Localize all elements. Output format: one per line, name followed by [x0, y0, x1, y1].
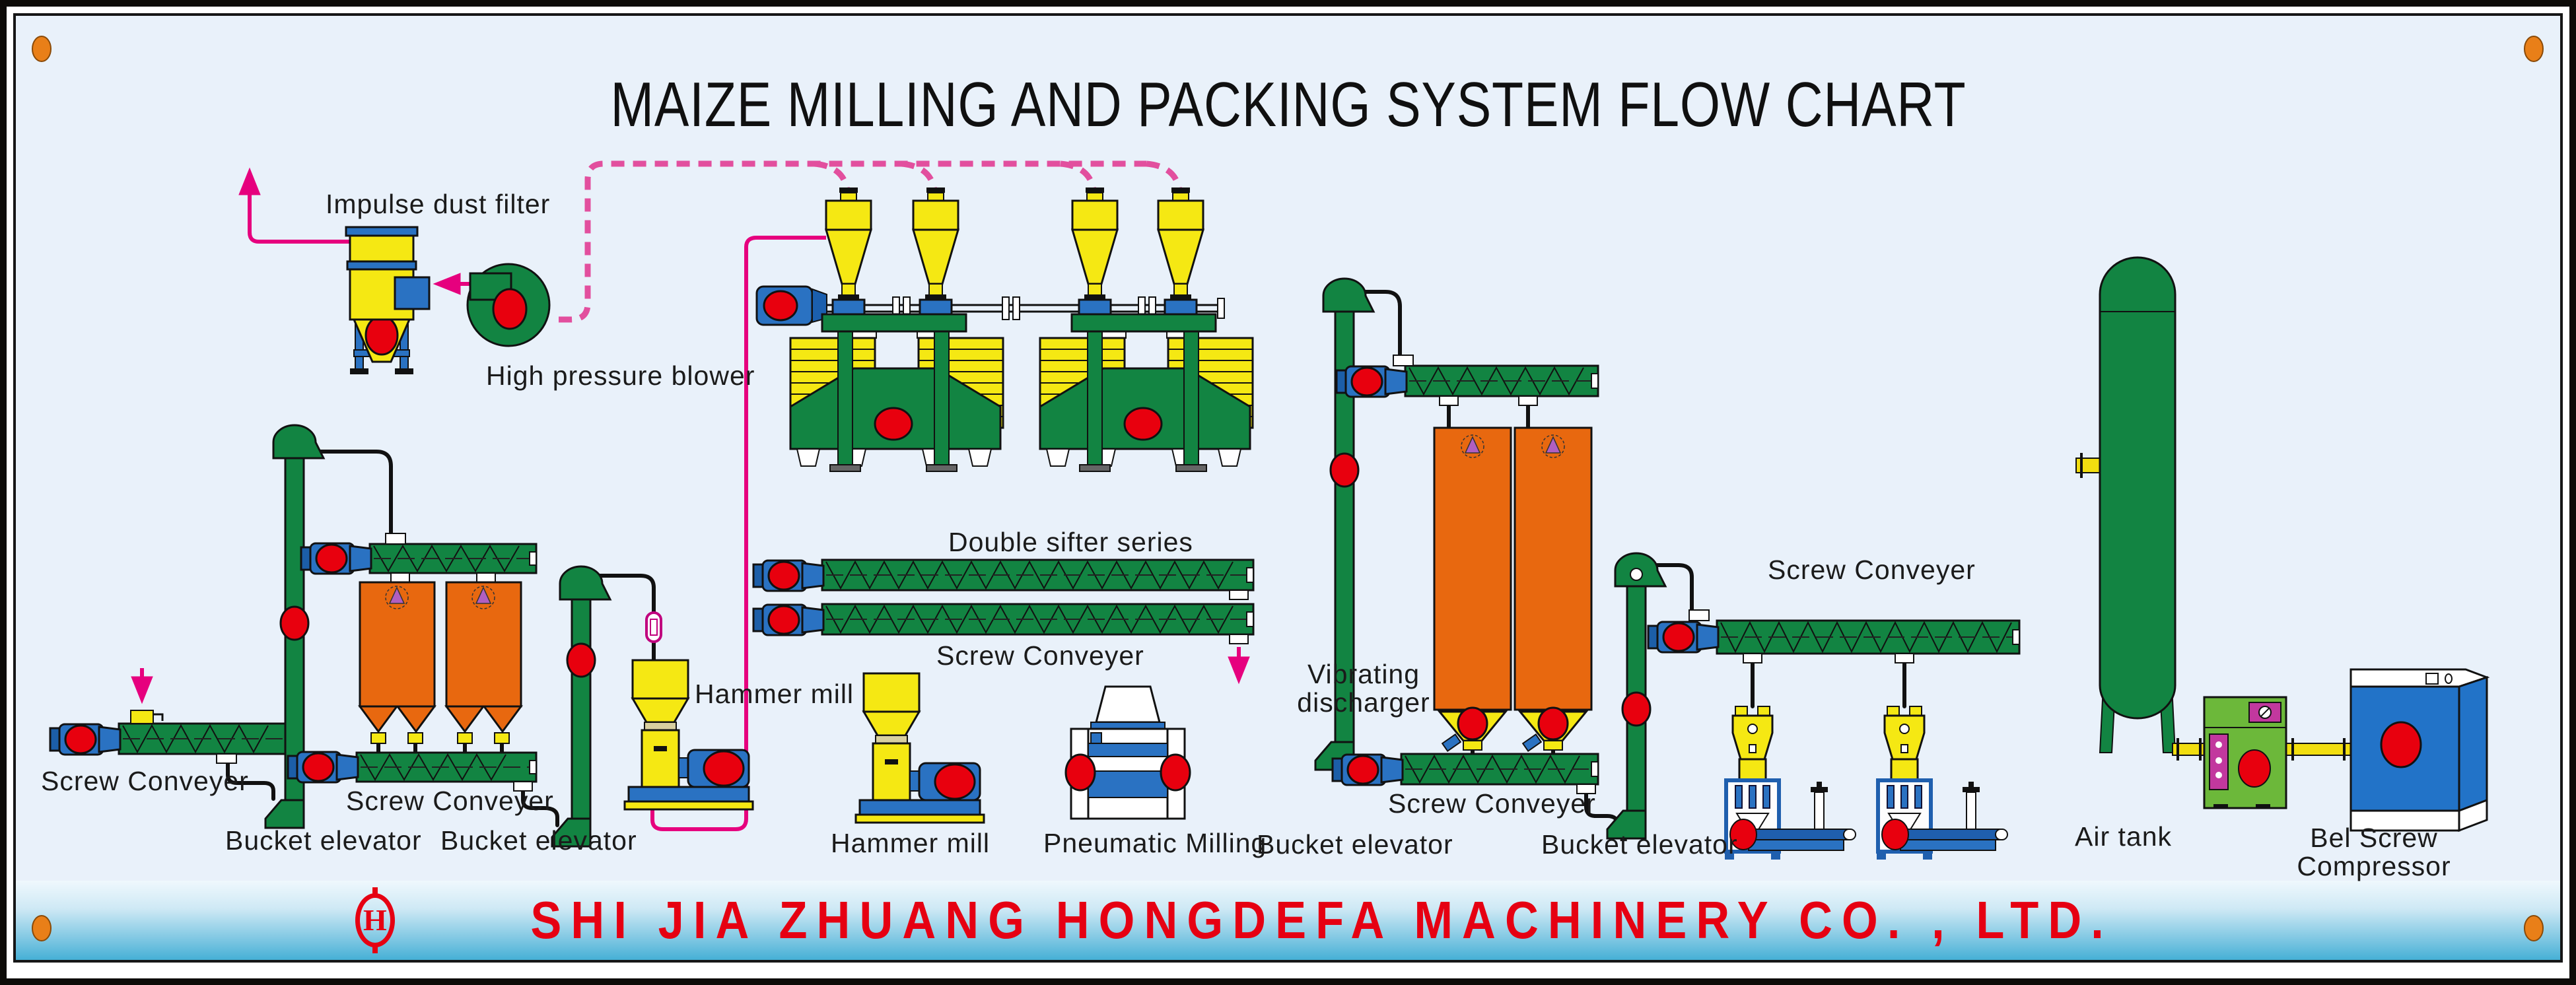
- storage-silos-right: [1433, 426, 1593, 711]
- cyclone-2: [912, 186, 959, 326]
- corner-screw: [2524, 915, 2544, 941]
- cyclone-4: [1157, 186, 1204, 326]
- bucket-elevator-2: [551, 565, 612, 848]
- packing-machine-1: [1725, 706, 1856, 860]
- cyclone-battery: [755, 186, 1225, 326]
- hammer-mill-2: [854, 672, 985, 824]
- logo-letter: H: [363, 903, 387, 937]
- screw-conveyor-silos-bottom: [287, 751, 538, 792]
- air-tank: [2075, 256, 2176, 753]
- cyclone-3: [1071, 186, 1119, 326]
- label-screw-conveyer-discharge: Screw Conveyer: [1388, 788, 1596, 819]
- company-name: SHI JIA ZHUANG HONGDEFA MACHINERY CO. , …: [530, 891, 2113, 949]
- company-banner: H SHI JIA ZHUANG HONGDEFA MACHINERY CO. …: [16, 881, 2560, 960]
- label-impulse-dust-filter: Impulse dust filter: [326, 189, 551, 219]
- sifter-2: [1039, 313, 1254, 473]
- label-pneumatic-milling: Pneumatic Milling: [1043, 828, 1267, 858]
- screw-conveyor-intake: [49, 710, 298, 764]
- control-panel: [2203, 696, 2287, 809]
- label-hammer-mill-1: Hammer mill: [695, 679, 854, 709]
- label-screw-conveyer-intake: Screw Conveyer: [41, 766, 249, 796]
- screw-conveyor-sifter-lower: [752, 603, 1255, 644]
- corner-screw: [32, 36, 52, 62]
- exhaust-arrow: [238, 167, 350, 244]
- screw-conveyor-discharge-top: [1335, 355, 1599, 406]
- cyclone-1: [825, 186, 872, 326]
- vibrating-discharger-2: [1517, 706, 1589, 753]
- label-high-pressure-blower: High pressure blower: [486, 360, 755, 391]
- label-double-sifter-series: Double sifter series: [948, 527, 1193, 557]
- screw-conveyor-packing: [1647, 609, 2021, 663]
- pneumatic-milling: [1064, 685, 1191, 820]
- impulse-dust-filter: [345, 226, 431, 374]
- label-bucket-elevator-3: Bucket elevator: [1257, 829, 1453, 860]
- label-bel-screw-compressor: Bel Screw Compressor: [2297, 823, 2451, 882]
- vibrating-discharger-1: [1437, 706, 1508, 753]
- bucket-elevator-4: [1606, 552, 1667, 840]
- corner-screws: [32, 36, 2544, 941]
- screw-conveyor-silos-top: [300, 533, 538, 583]
- pneumatic-return-line: [650, 236, 826, 831]
- bel-screw-compressor: [2350, 668, 2490, 832]
- label-screw-conveyer-packing: Screw Conveyer: [1768, 555, 1976, 585]
- storage-silos-left: [358, 581, 523, 744]
- page-title: MAIZE MILLING AND PACKING SYSTEM FLOW CH…: [609, 69, 1967, 140]
- sifter-1: [789, 313, 1004, 473]
- flow-arrows: [131, 167, 1250, 704]
- high-pressure-blower: [466, 263, 551, 347]
- label-air-tank: Air tank: [2075, 821, 2172, 852]
- label-bucket-elevator-2: Bucket elevator: [440, 825, 637, 856]
- packing-machine-2: [1877, 706, 2007, 860]
- corner-screw: [2524, 36, 2544, 62]
- label-screw-conveyer-sifter: Screw Conveyer: [936, 640, 1144, 671]
- screw-conveyor-sifter-upper: [752, 559, 1255, 600]
- bucket-elevator-1: [264, 424, 326, 829]
- label-screw-conveyer-silos: Screw Conveyer: [346, 786, 554, 816]
- label-hammer-mill-2: Hammer mill: [831, 828, 991, 858]
- screw-conveyor-discharge-bottom: [1331, 753, 1599, 794]
- company-logo: H: [355, 887, 395, 953]
- label-bucket-elevator-4: Bucket elevator: [1541, 829, 1738, 860]
- rotary-feeder-valve: [645, 611, 662, 643]
- corner-screw: [32, 915, 52, 941]
- label-vibrating-discharger: Vibrating discharger: [1297, 659, 1430, 718]
- label-bucket-elevator-1: Bucket elevator: [225, 825, 422, 856]
